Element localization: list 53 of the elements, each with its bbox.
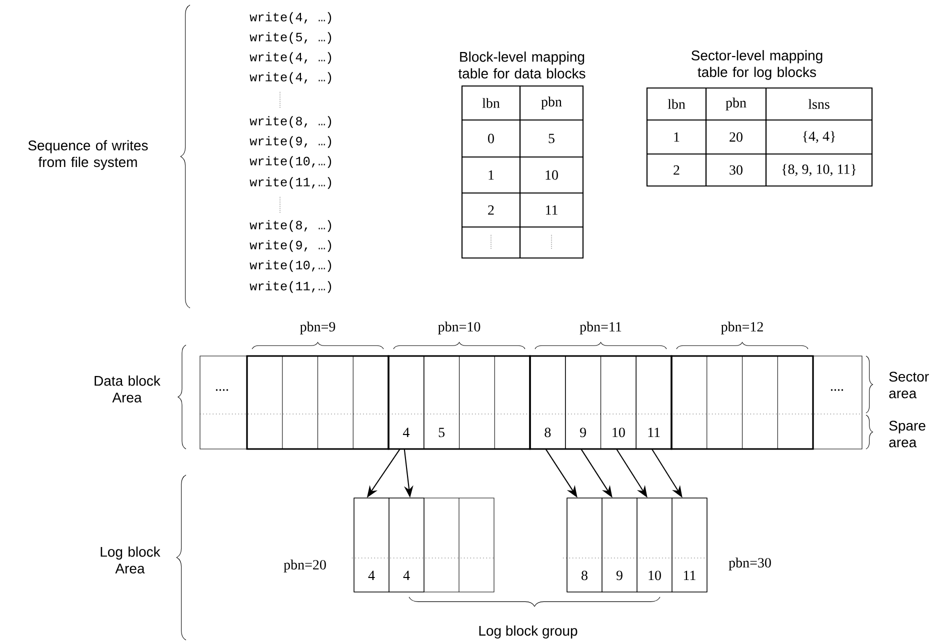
code-line: write(10,…) xyxy=(250,156,332,168)
sector-cell: 11 xyxy=(636,356,672,450)
table-cell: 11 xyxy=(519,192,584,228)
area-label: Sector area xyxy=(889,372,929,398)
table-cell: {8, 9, 10, 11} xyxy=(765,153,873,187)
code-line: write(4, …) xyxy=(250,52,332,64)
area-label: Log block Area xyxy=(100,546,160,574)
table-cell: 1 xyxy=(646,119,707,155)
ellipsis-text: .... xyxy=(830,389,844,391)
sector-cell: 4 xyxy=(388,498,424,592)
code-line: write(11,…) xyxy=(250,177,332,189)
block-label: pbn=20 xyxy=(284,560,326,572)
sector-cell: 5 xyxy=(424,356,460,450)
table-title: Sector-level mapping table for log blocks xyxy=(692,50,822,80)
table-cell: lbn xyxy=(646,87,707,121)
code-line: write(8, …) xyxy=(250,116,332,128)
table-cell: lsns xyxy=(765,87,873,121)
block-label: pbn=12 xyxy=(721,322,763,334)
block-label: pbn=30 xyxy=(728,558,771,570)
table-cell: 5 xyxy=(519,119,584,158)
table-cell: 2 xyxy=(646,153,707,187)
table-cell: 20 xyxy=(705,119,767,155)
area-label: Data block Area xyxy=(94,376,160,402)
sector-cell: 9 xyxy=(565,356,602,450)
sector-cell: 10 xyxy=(600,356,636,450)
table-title: Block-level mapping table for data blocks xyxy=(458,52,586,78)
code-line: write(4, …) xyxy=(250,72,332,84)
table-cell: 10 xyxy=(519,156,584,194)
code-line: write(4, …) xyxy=(250,12,332,24)
sector-cell: 4 xyxy=(388,356,424,450)
area-label: Spare area xyxy=(889,420,926,448)
table-cell: 0 xyxy=(461,119,521,158)
table-cell: 30 xyxy=(705,153,767,187)
table-cell: lbn xyxy=(461,85,521,121)
group-label: Log block group xyxy=(479,625,578,639)
table-cell: pbn xyxy=(519,85,584,121)
ellipsis-text: .... xyxy=(216,389,228,391)
description-text: Sequence of writes from file system xyxy=(28,140,148,170)
code-line: write(9, …) xyxy=(250,136,332,148)
code-line: write(11,…) xyxy=(250,281,332,293)
table-cell: 1 xyxy=(461,156,521,194)
block-label: pbn=11 xyxy=(580,322,622,334)
table-cell: 2 xyxy=(461,192,521,228)
code-line: write(10,…) xyxy=(250,260,332,272)
code-line: write(9, …) xyxy=(250,240,332,252)
code-line: write(5, …) xyxy=(250,32,332,44)
sector-cell: 4 xyxy=(354,498,390,592)
block-label: pbn=9 xyxy=(300,322,336,334)
code-line: write(8, …) xyxy=(250,220,332,232)
table-cell: {4, 4} xyxy=(765,119,873,155)
block-label: pbn=10 xyxy=(438,322,480,334)
table-cell: pbn xyxy=(705,87,767,121)
sector-cell: 8 xyxy=(530,356,566,450)
